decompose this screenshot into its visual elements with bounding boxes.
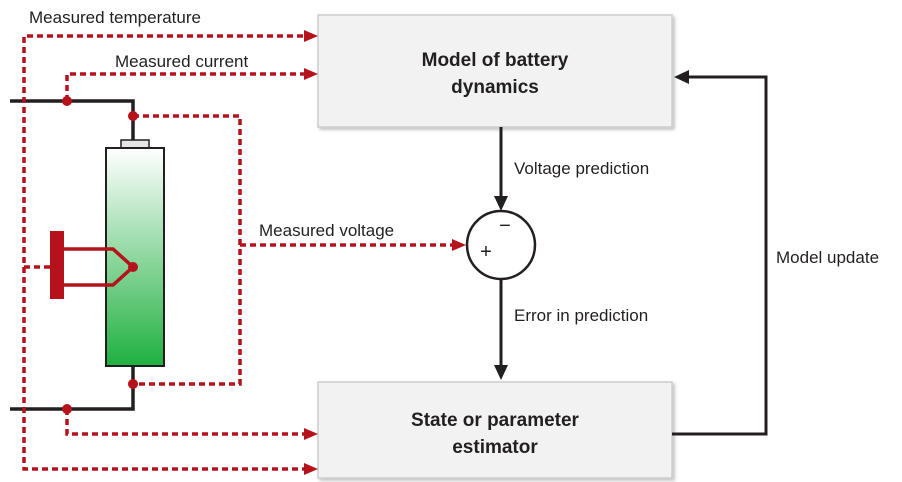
current-junction-top [62,96,72,106]
model-update-line [672,75,768,436]
minus-sign: − [499,215,511,237]
current-arrowhead-bottom [304,428,318,440]
temperature-arrowhead-top [304,30,318,42]
voltage-junction-top [128,111,138,121]
battery-body [105,147,165,367]
model-box: Model of battery dynamics [317,14,673,128]
current-signal-bottom [65,409,306,436]
plus-sign: + [480,241,492,263]
voltage-prediction-arrowhead [494,196,508,211]
model-update-label: Model update [776,248,879,267]
error-in-prediction-label: Error in prediction [514,306,648,325]
model-box-title-line2: dynamics [451,77,539,98]
model-update-arrowhead [674,70,689,84]
summing-junction: − + [465,209,537,281]
estimator-box-title-line1: State or parameter [411,410,580,431]
battery-cell [105,139,165,367]
temperature-arrowhead-bottom [304,463,318,475]
battery-terminal [120,139,150,149]
estimator-box: State or parameter estimator [317,381,673,479]
current-signal-top [65,72,306,101]
voltage-loop [133,114,242,386]
error-arrowhead [494,365,508,380]
measured-voltage-label: Measured voltage [259,221,394,240]
temperature-signal-bottom [22,267,306,471]
voltage-junction-bottom [128,379,138,389]
flow-arrows [494,70,768,436]
model-box-title-line1: Model of battery [422,50,569,71]
measured-temperature-label: Measured temperature [29,8,201,27]
bottom-wire [10,366,135,411]
top-wire [10,99,135,140]
current-arrowhead-top [304,68,318,80]
voltage-arrowhead [452,239,466,251]
estimator-box-title-line2: estimator [452,437,538,458]
junction-dots [62,96,138,414]
temperature-signal-top [22,34,306,269]
measurement-signals [22,30,466,475]
voltage-prediction-label: Voltage prediction [514,159,649,178]
thermocouple-junction [128,262,138,272]
sensor-plate [50,231,64,299]
measured-current-label: Measured current [115,52,249,71]
current-junction-bottom [62,404,72,414]
